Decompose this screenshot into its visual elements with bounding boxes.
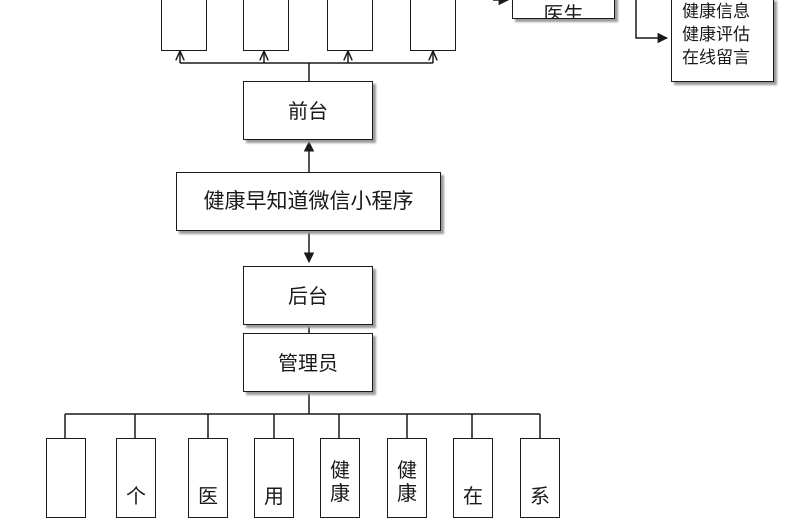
doctor-label: 医生 [543,2,584,19]
backend-label: 后台 [288,283,328,308]
arrow-doctor-to-functions [635,0,669,44]
admin-label: 管理员 [278,350,338,375]
bottom-module-3: 医 [188,438,228,518]
bottom-module-8: 系 [520,438,560,518]
top-module-3: 言 [327,0,373,51]
bottom-module-1 [46,438,86,518]
bottom-module-label: 健康 [330,458,350,505]
frontend-label: 前台 [288,98,328,123]
bottom-module-7: 在 [453,438,493,518]
bottom-module-label: 个 [126,484,146,508]
top-module-label: 识 [256,0,277,2]
top-module-1 [161,0,207,51]
frontend-node: 前台 [243,81,373,140]
function-health-assessment: 健康评估 [682,25,750,45]
bottom-module-2: 个 [116,438,156,518]
doctor-functions-box: 健康信息 健康评估 在线留言 [671,0,774,82]
top-module-label: 言 [340,0,361,2]
bottom-module-label: 在 [463,484,483,508]
bottom-module-label: 医 [198,484,218,508]
bottom-module-5: 健康 [320,438,360,518]
miniprogram-label: 健康早知道微信小程序 [203,189,414,213]
bottom-module-label: 健康 [397,458,417,505]
top-module-2: 识 [243,0,289,51]
miniprogram-node: 健康早知道微信小程序 [176,172,441,231]
admin-node: 管理员 [243,333,373,392]
function-online-message: 在线留言 [682,48,750,68]
backend-node: 后台 [243,266,373,325]
doctor-node: 医生 [512,0,615,19]
connector-lines [64,0,669,438]
top-module-4 [410,0,456,51]
bottom-module-6: 健康 [387,438,427,518]
bottom-module-label: 用 [264,484,284,508]
function-health-info: 健康信息 [682,2,750,22]
bottom-module-4: 用 [254,438,294,518]
bottom-module-label: 系 [530,484,550,508]
